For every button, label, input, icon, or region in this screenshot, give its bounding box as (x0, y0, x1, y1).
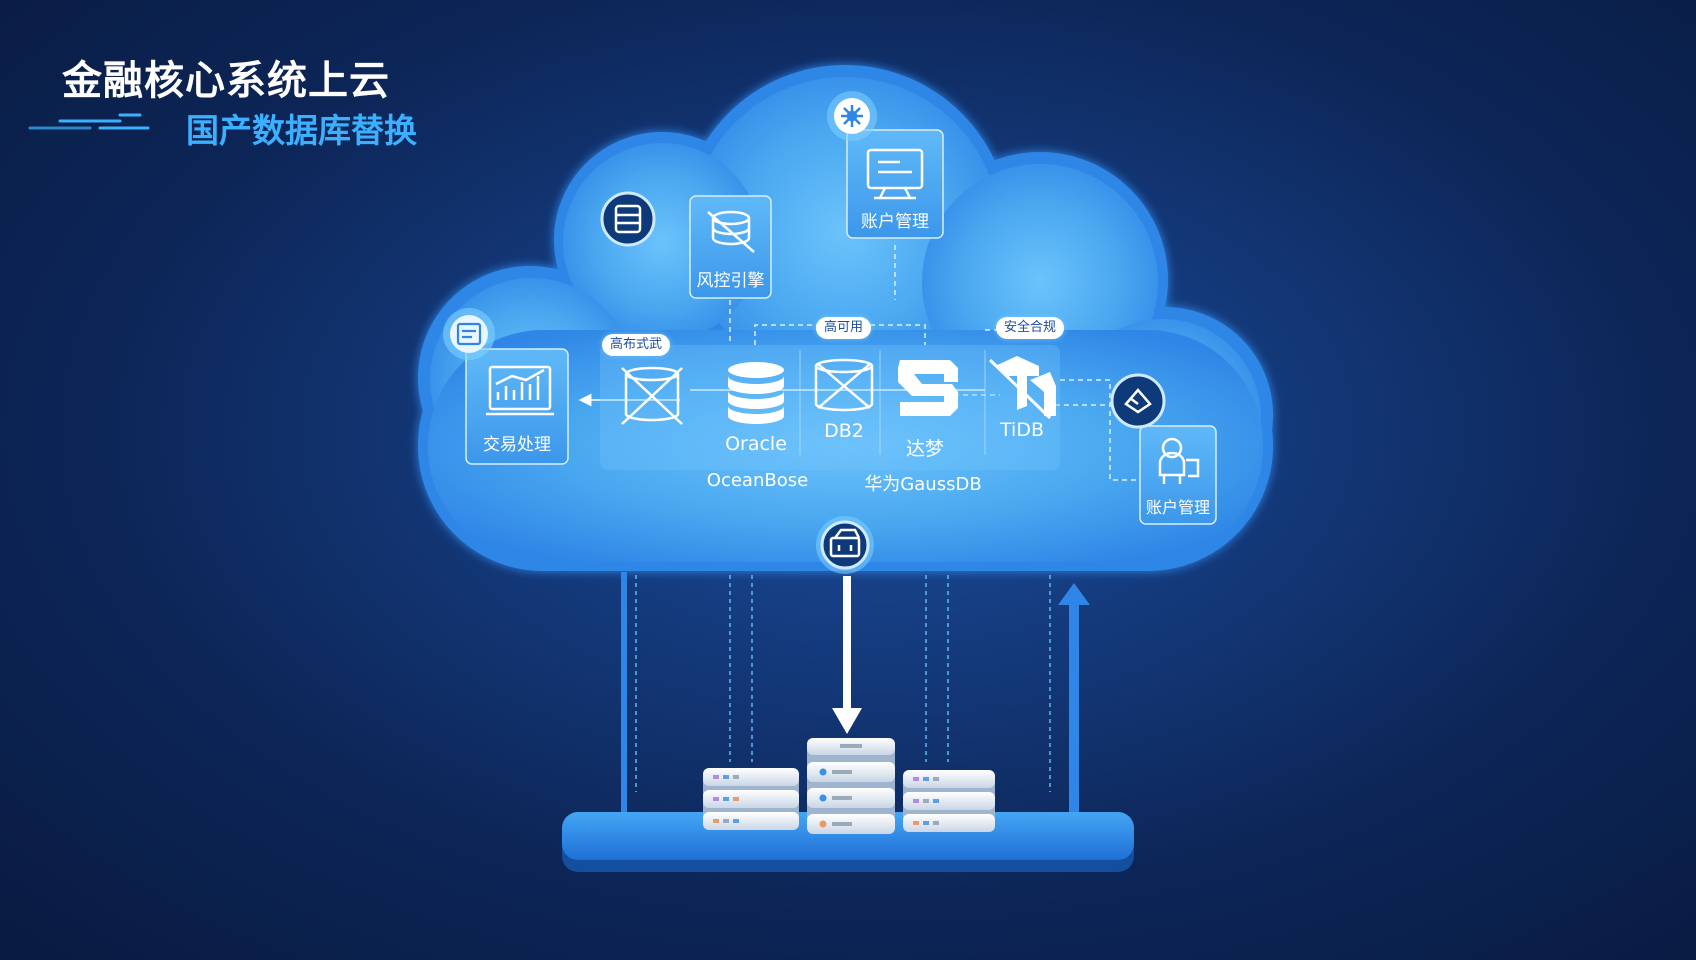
tidb-logo-icon (988, 356, 1056, 420)
cloud-badge-bottom[interactable] (816, 516, 874, 574)
page-subtitle: 国产数据库替换 (186, 111, 417, 150)
cloud-to-server-lines (621, 572, 1051, 812)
download-arrow (832, 576, 862, 734)
module-label-account-top: 账户管理 (861, 212, 929, 232)
module-box-account-top[interactable] (846, 129, 944, 239)
module-label-trade: 交易处理 (483, 435, 551, 455)
document-icon (456, 322, 482, 346)
database-stack-icon (707, 210, 755, 253)
db-label-tidb: TiDB (1000, 419, 1044, 441)
tag-security: 安全合规 (996, 317, 1065, 339)
upload-arrow (1058, 583, 1090, 812)
title-speed-lines (28, 113, 150, 130)
server-stack-right (903, 770, 995, 832)
module-label-risk: 风控引擎 (696, 271, 765, 291)
settings-fan-icon (841, 105, 863, 127)
user-settings-icon (1158, 437, 1200, 484)
oracle-db-icon (728, 362, 784, 424)
cloud-badge-right[interactable] (1110, 373, 1166, 429)
db-label-oracle: Oracle (725, 433, 787, 455)
module-box-risk[interactable] (689, 195, 772, 299)
tag-high-availability: 高可用 (816, 317, 872, 339)
server-stack-left (703, 768, 799, 830)
cloud-badge-left[interactable] (443, 308, 495, 360)
db2-cross-db-icon (814, 358, 874, 412)
module-box-trade[interactable] (465, 348, 569, 465)
monitor-icon (866, 148, 924, 200)
server-stack-center (807, 738, 895, 834)
module-box-account-right[interactable] (1139, 425, 1217, 525)
db-label-db2: DB2 (824, 420, 864, 442)
module-label-account-right: 账户管理 (1145, 498, 1210, 517)
db-label-oceanbase: OceanBose (706, 470, 809, 491)
page-title: 金融核心系统上云 (62, 58, 390, 104)
server-rack-icon (614, 204, 642, 234)
bar-chart-icon (486, 365, 554, 416)
oceanbase-cross-db-icon (621, 366, 683, 425)
building-icon (829, 528, 861, 558)
db-label-gaussdb: 华为GaussDB (864, 474, 982, 495)
cloud-badge-upper-left[interactable] (600, 191, 656, 247)
db-label-dameng: 达梦 (905, 438, 944, 460)
dameng-logo-icon (898, 360, 958, 416)
cloud-badge-top[interactable] (827, 91, 877, 141)
db-panel (600, 345, 1060, 470)
sync-icon (1124, 388, 1152, 414)
tag-distributed: 高布式武 (602, 334, 671, 356)
